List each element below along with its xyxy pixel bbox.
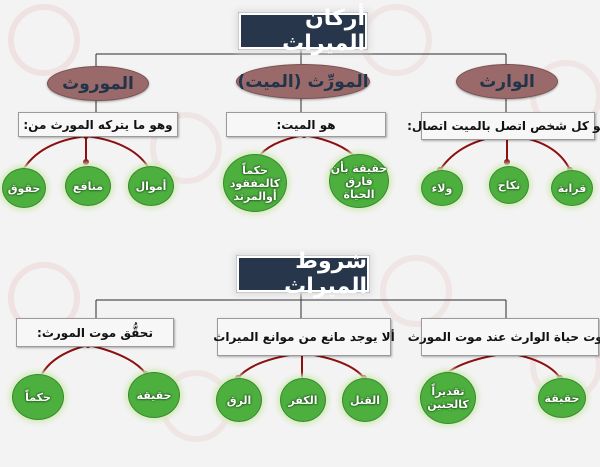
watermark-seal	[380, 255, 452, 327]
leaf-killing: القتل	[342, 378, 388, 422]
pillars-title: أركان الميراث	[239, 6, 367, 56]
leaf-disbelief: الكفر	[280, 378, 326, 422]
leaf-actual-life: حقيقة	[538, 378, 586, 418]
leaf-actual-death: حقيقة بأن فارق الحياة	[329, 154, 389, 208]
leaf-wala: ولاء	[421, 170, 463, 206]
death-confirmed-definition: تحقُّق موت المورث:	[16, 318, 174, 347]
leaf-kinship: قرابة	[551, 170, 593, 206]
leaf-rights: حقوق	[2, 168, 46, 208]
estate-definition: وهو ما يتركه المورث من:	[18, 112, 178, 137]
category-deceased: المورِّث (الميت)	[236, 64, 370, 99]
leaf-estimated-life: تقديراً كالجنين	[420, 372, 476, 424]
leaf-slavery: الرق	[216, 378, 262, 422]
top-trunk-connectors	[95, 46, 507, 112]
top-branch-connectors	[22, 134, 571, 171]
category-estate: الموروث	[47, 66, 149, 101]
leaf-wealth: أموال	[128, 166, 174, 206]
deceased-definition: هو الميت:	[226, 112, 386, 137]
leaf-actual-death-confirmed: حقيقة	[128, 372, 180, 418]
watermark-seal	[8, 4, 80, 76]
conditions-title: شروط الميراث	[237, 249, 369, 299]
heir-definition: هو كل شخص اتصل بالميت اتصال:	[407, 112, 600, 140]
heir-alive-definition: ثبوت حياة الوارث عند موت المورث	[408, 318, 600, 356]
category-heir: الوارث	[456, 64, 558, 99]
leaf-marriage: نكاح	[489, 166, 529, 204]
leaf-legal-death: حكماً كالمفقود أوالمرتد	[223, 154, 287, 212]
leaf-benefits: منافع	[65, 166, 111, 206]
watermark-seal	[150, 112, 222, 184]
no-impediment-definition: ألا يوجد مانع من موانع الميراث	[213, 318, 395, 356]
leaf-legal-death-confirmed: حكماً	[12, 374, 64, 420]
